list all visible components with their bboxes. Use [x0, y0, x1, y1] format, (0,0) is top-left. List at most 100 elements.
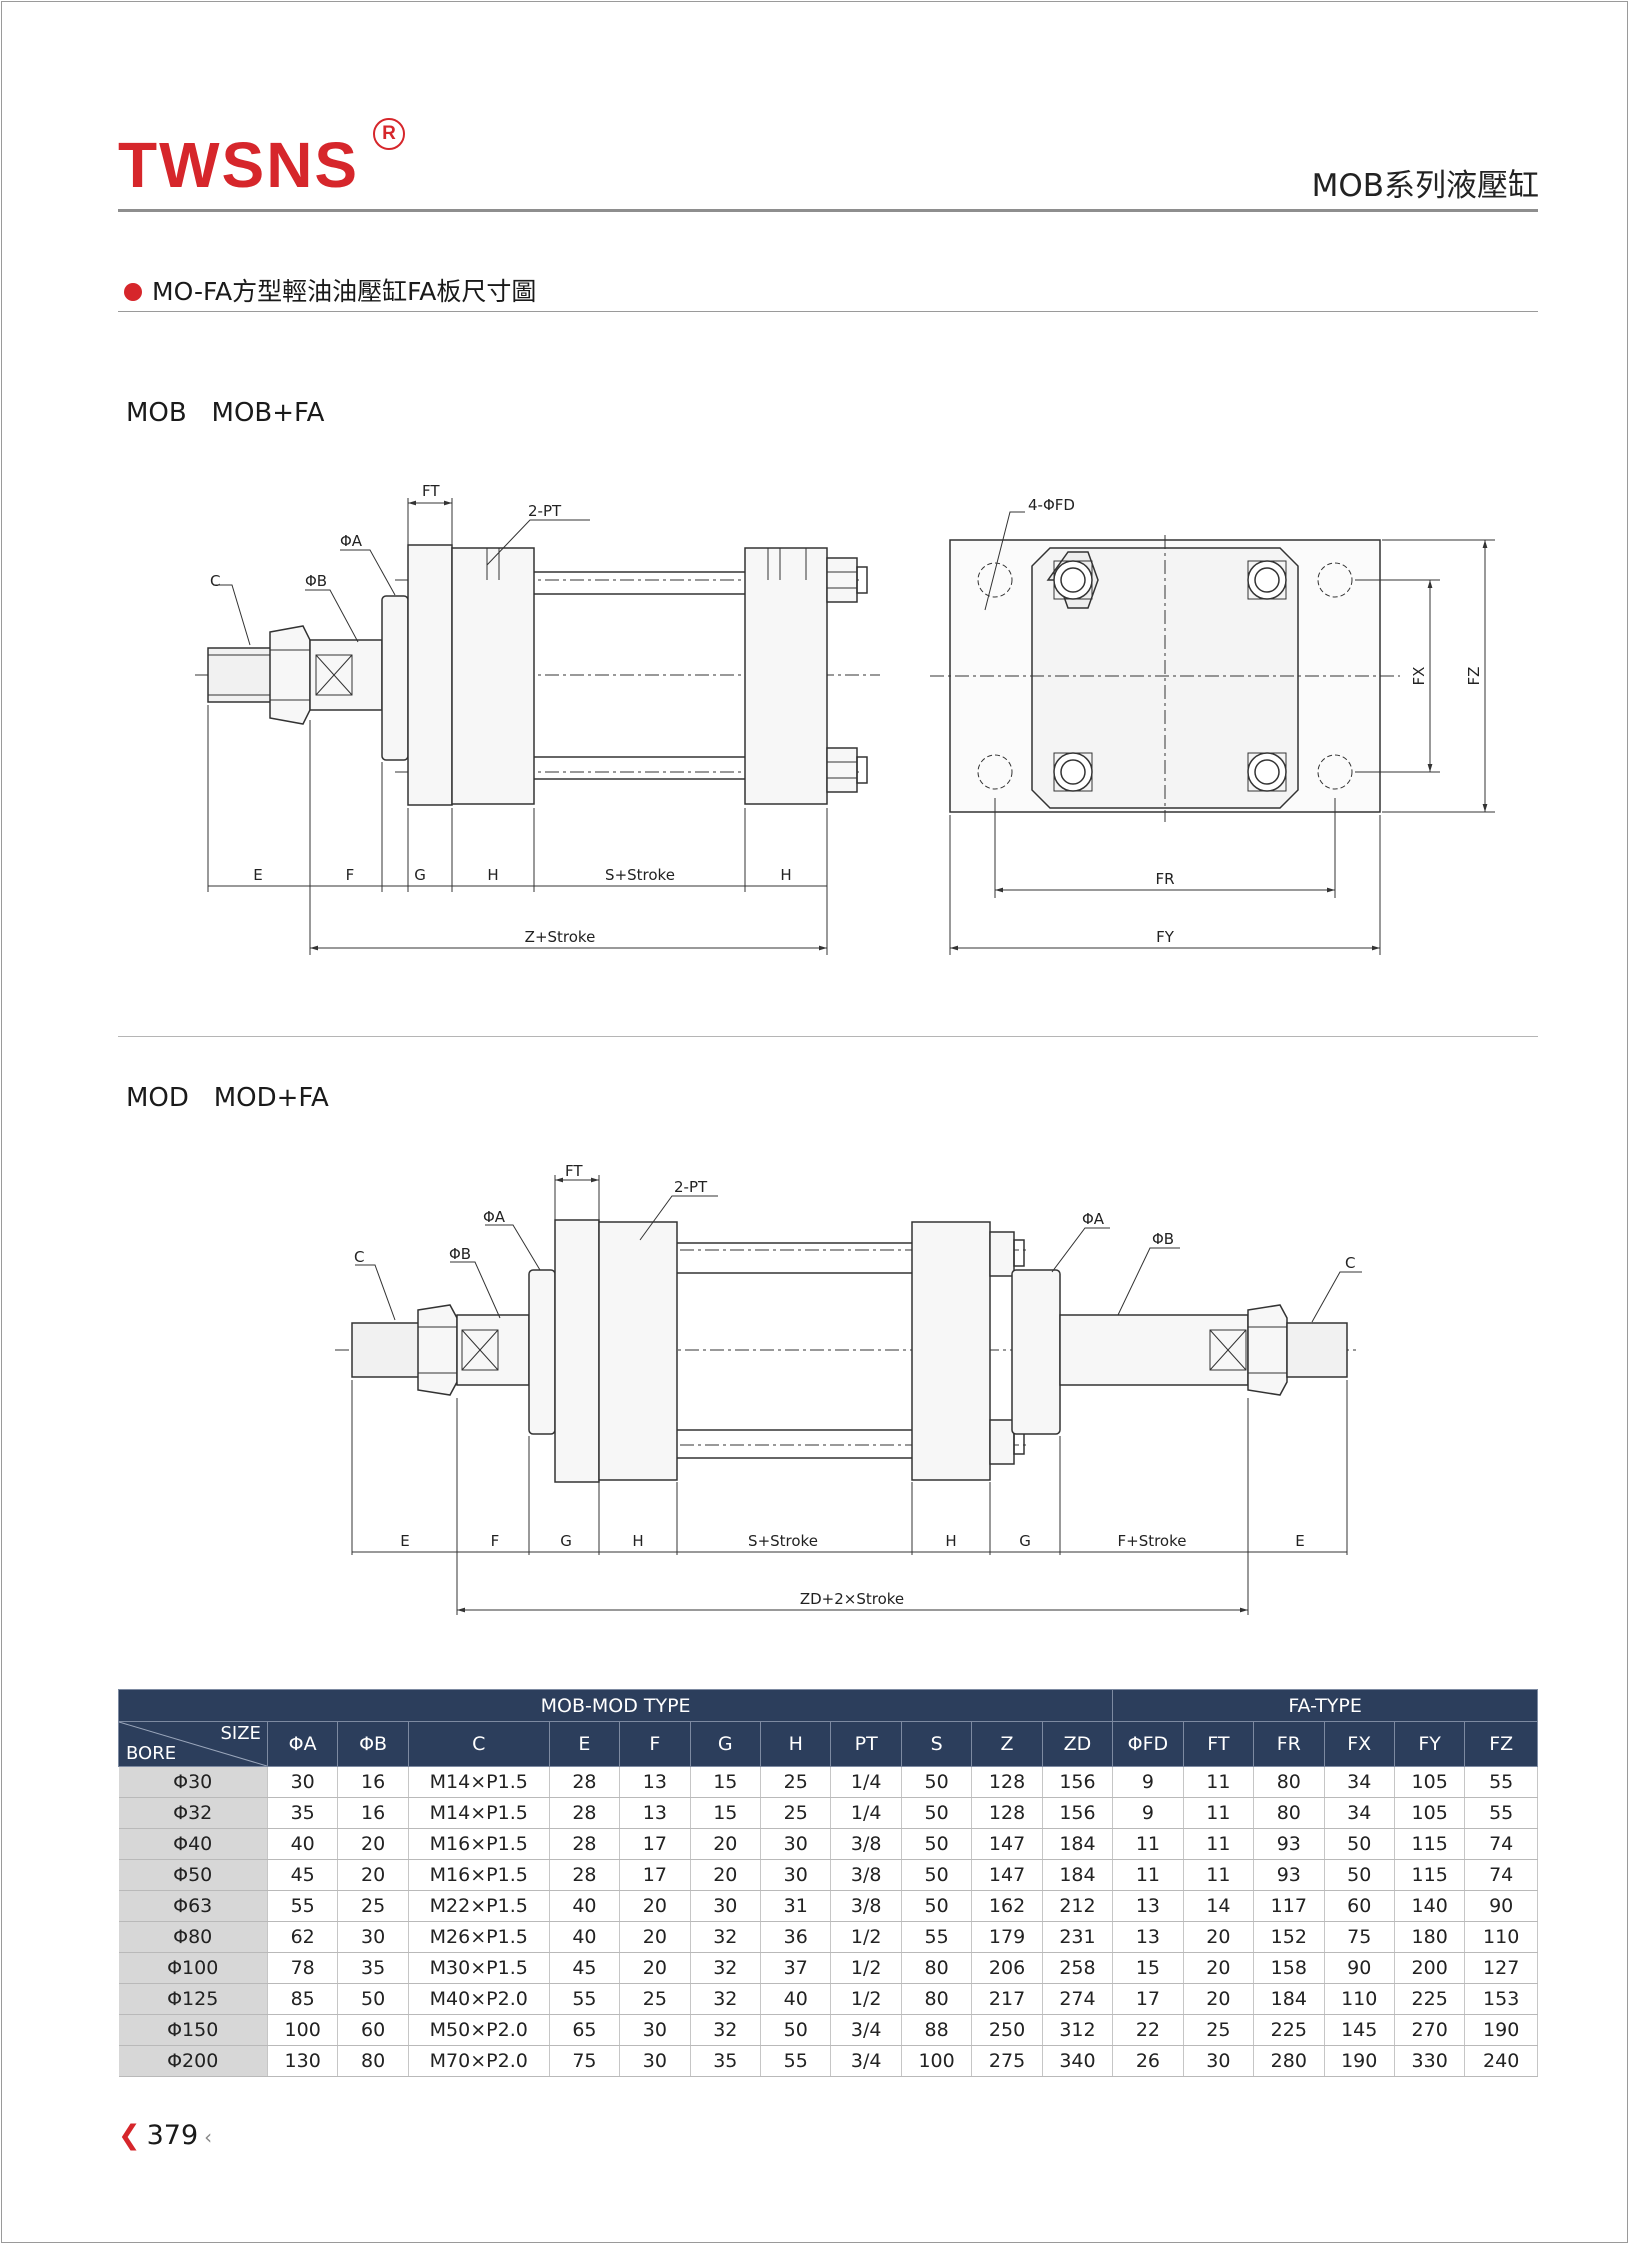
table-cell: 88: [901, 2014, 973, 2046]
header-rule: [118, 209, 1538, 212]
mod-dim-g2: G: [1019, 1532, 1031, 1550]
table-cell: 330: [1394, 2045, 1466, 2077]
table-cell: 17: [1112, 1983, 1184, 2015]
table-header-cell: FT: [1182, 1721, 1255, 1767]
table-cell: 90: [1464, 1890, 1538, 1922]
table-cell: 40: [267, 1828, 339, 1860]
table-cell: 28: [549, 1828, 621, 1860]
table-cell: 93: [1253, 1859, 1325, 1891]
bore-cell: Φ63: [118, 1890, 268, 1922]
table-cell: 65: [549, 2014, 621, 2046]
table-cell: M14×P1.5: [408, 1766, 550, 1798]
mod-dim-h1: H: [632, 1532, 643, 1550]
table-cell: M70×P2.0: [408, 2045, 550, 2077]
table-cell: 30: [760, 1859, 832, 1891]
table-cell: 11: [1183, 1797, 1255, 1829]
table-cell: 9: [1112, 1766, 1184, 1798]
table-cell: 26: [1112, 2045, 1184, 2077]
mob-dim-fy: FY: [1156, 928, 1175, 946]
table-cell: 20: [1183, 1983, 1255, 2015]
mob-label-phi-b: ΦB: [305, 572, 327, 590]
table-cell: 14: [1183, 1890, 1255, 1922]
table-header-cell: PT: [830, 1721, 902, 1767]
table-cell: 190: [1324, 2045, 1395, 2077]
table-cell: 11: [1183, 1766, 1255, 1798]
bore-cell: Φ30: [118, 1766, 268, 1798]
table-cell: 11: [1183, 1859, 1255, 1891]
table-cell: 1/4: [830, 1766, 902, 1798]
table-cell: 50: [1324, 1859, 1395, 1891]
mod-label-phi-a-right: ΦA: [1082, 1210, 1105, 1228]
table-cell: 275: [971, 2045, 1043, 2077]
table-cell: 20: [337, 1859, 409, 1891]
table-header-cell: FZ: [1464, 1721, 1538, 1767]
table-header-cell: Z: [971, 1721, 1043, 1767]
table-cell: 34: [1324, 1766, 1395, 1798]
table-cell: M40×P2.0: [408, 1983, 550, 2015]
bore-cell: Φ40: [118, 1828, 268, 1860]
table-header-cell: FX: [1323, 1721, 1395, 1767]
table-cell: M22×P1.5: [408, 1890, 550, 1922]
table-cell: 37: [760, 1952, 832, 1984]
page-number: ❮379‹: [118, 2120, 212, 2151]
mod-label-phi-a-left: ΦA: [483, 1208, 506, 1226]
mob-dim-h1: H: [487, 866, 498, 884]
table-cell: 50: [901, 1859, 973, 1891]
table-cell: 20: [1183, 1921, 1255, 1953]
table-cell: 20: [337, 1828, 409, 1860]
table-cell: 40: [549, 1890, 621, 1922]
mod-label-phi-b-left: ΦB: [449, 1245, 471, 1263]
table-cell: 110: [1324, 1983, 1395, 2015]
table-cell: M16×P1.5: [408, 1859, 550, 1891]
table-cell: 20: [690, 1828, 762, 1860]
table-cell: 30: [337, 1921, 409, 1953]
mod-label: MOD MOD+FA: [126, 1083, 329, 1113]
table-cell: 55: [760, 2045, 832, 2077]
table-cell: 1/4: [830, 1797, 902, 1829]
table-cell: 60: [337, 2014, 409, 2046]
mod-dim-g1: G: [560, 1532, 572, 1550]
table-cell: 32: [690, 1983, 762, 2015]
table-cell: 115: [1394, 1859, 1466, 1891]
table-cell: 11: [1183, 1828, 1255, 1860]
bore-cell: Φ32: [118, 1797, 268, 1829]
table-cell: 15: [1112, 1952, 1184, 1984]
table-cell: 110: [1464, 1921, 1538, 1953]
table-cell: 115: [1394, 1828, 1466, 1860]
table-cell: 184: [1042, 1859, 1114, 1891]
mob-dim-h2: H: [780, 866, 791, 884]
table-cell: 30: [760, 1828, 832, 1860]
table-cell: 80: [1253, 1766, 1325, 1798]
bullet-dot-icon: [124, 283, 142, 301]
table-cell: 13: [1112, 1890, 1184, 1922]
table-cell: 80: [901, 1952, 973, 1984]
table-cell: 3/4: [830, 2014, 902, 2046]
table-cell: 30: [690, 1890, 762, 1922]
table-cell: 55: [1464, 1797, 1538, 1829]
mob-side-view: [195, 498, 880, 955]
registered-mark: R: [373, 118, 405, 150]
section-title: MO-FA方型輕油油壓缸FA板尺寸圖: [124, 272, 536, 308]
table-cell: 20: [619, 1952, 691, 1984]
table-cell: 156: [1042, 1797, 1114, 1829]
mob-dim-e: E: [253, 866, 262, 884]
table-cell: 45: [267, 1859, 339, 1891]
mob-dim-fz: FZ: [1465, 667, 1483, 686]
mob-front-view: [930, 511, 1495, 955]
table-cell: 32: [690, 2014, 762, 2046]
series-title: MOB系列液壓缸: [1311, 168, 1539, 204]
table-cell: 127: [1464, 1952, 1538, 1984]
table-cell: 40: [760, 1983, 832, 2015]
table-cell: 50: [901, 1890, 973, 1922]
table-cell: 145: [1324, 2014, 1395, 2046]
table-cell: 55: [1464, 1766, 1538, 1798]
table-cell: 130: [267, 2045, 339, 2077]
table-cell: 153: [1464, 1983, 1538, 2015]
table-cell: 184: [1253, 1983, 1325, 2015]
table-cell: 25: [619, 1983, 691, 2015]
table-cell: 105: [1394, 1797, 1466, 1829]
table-cell: 128: [971, 1797, 1043, 1829]
